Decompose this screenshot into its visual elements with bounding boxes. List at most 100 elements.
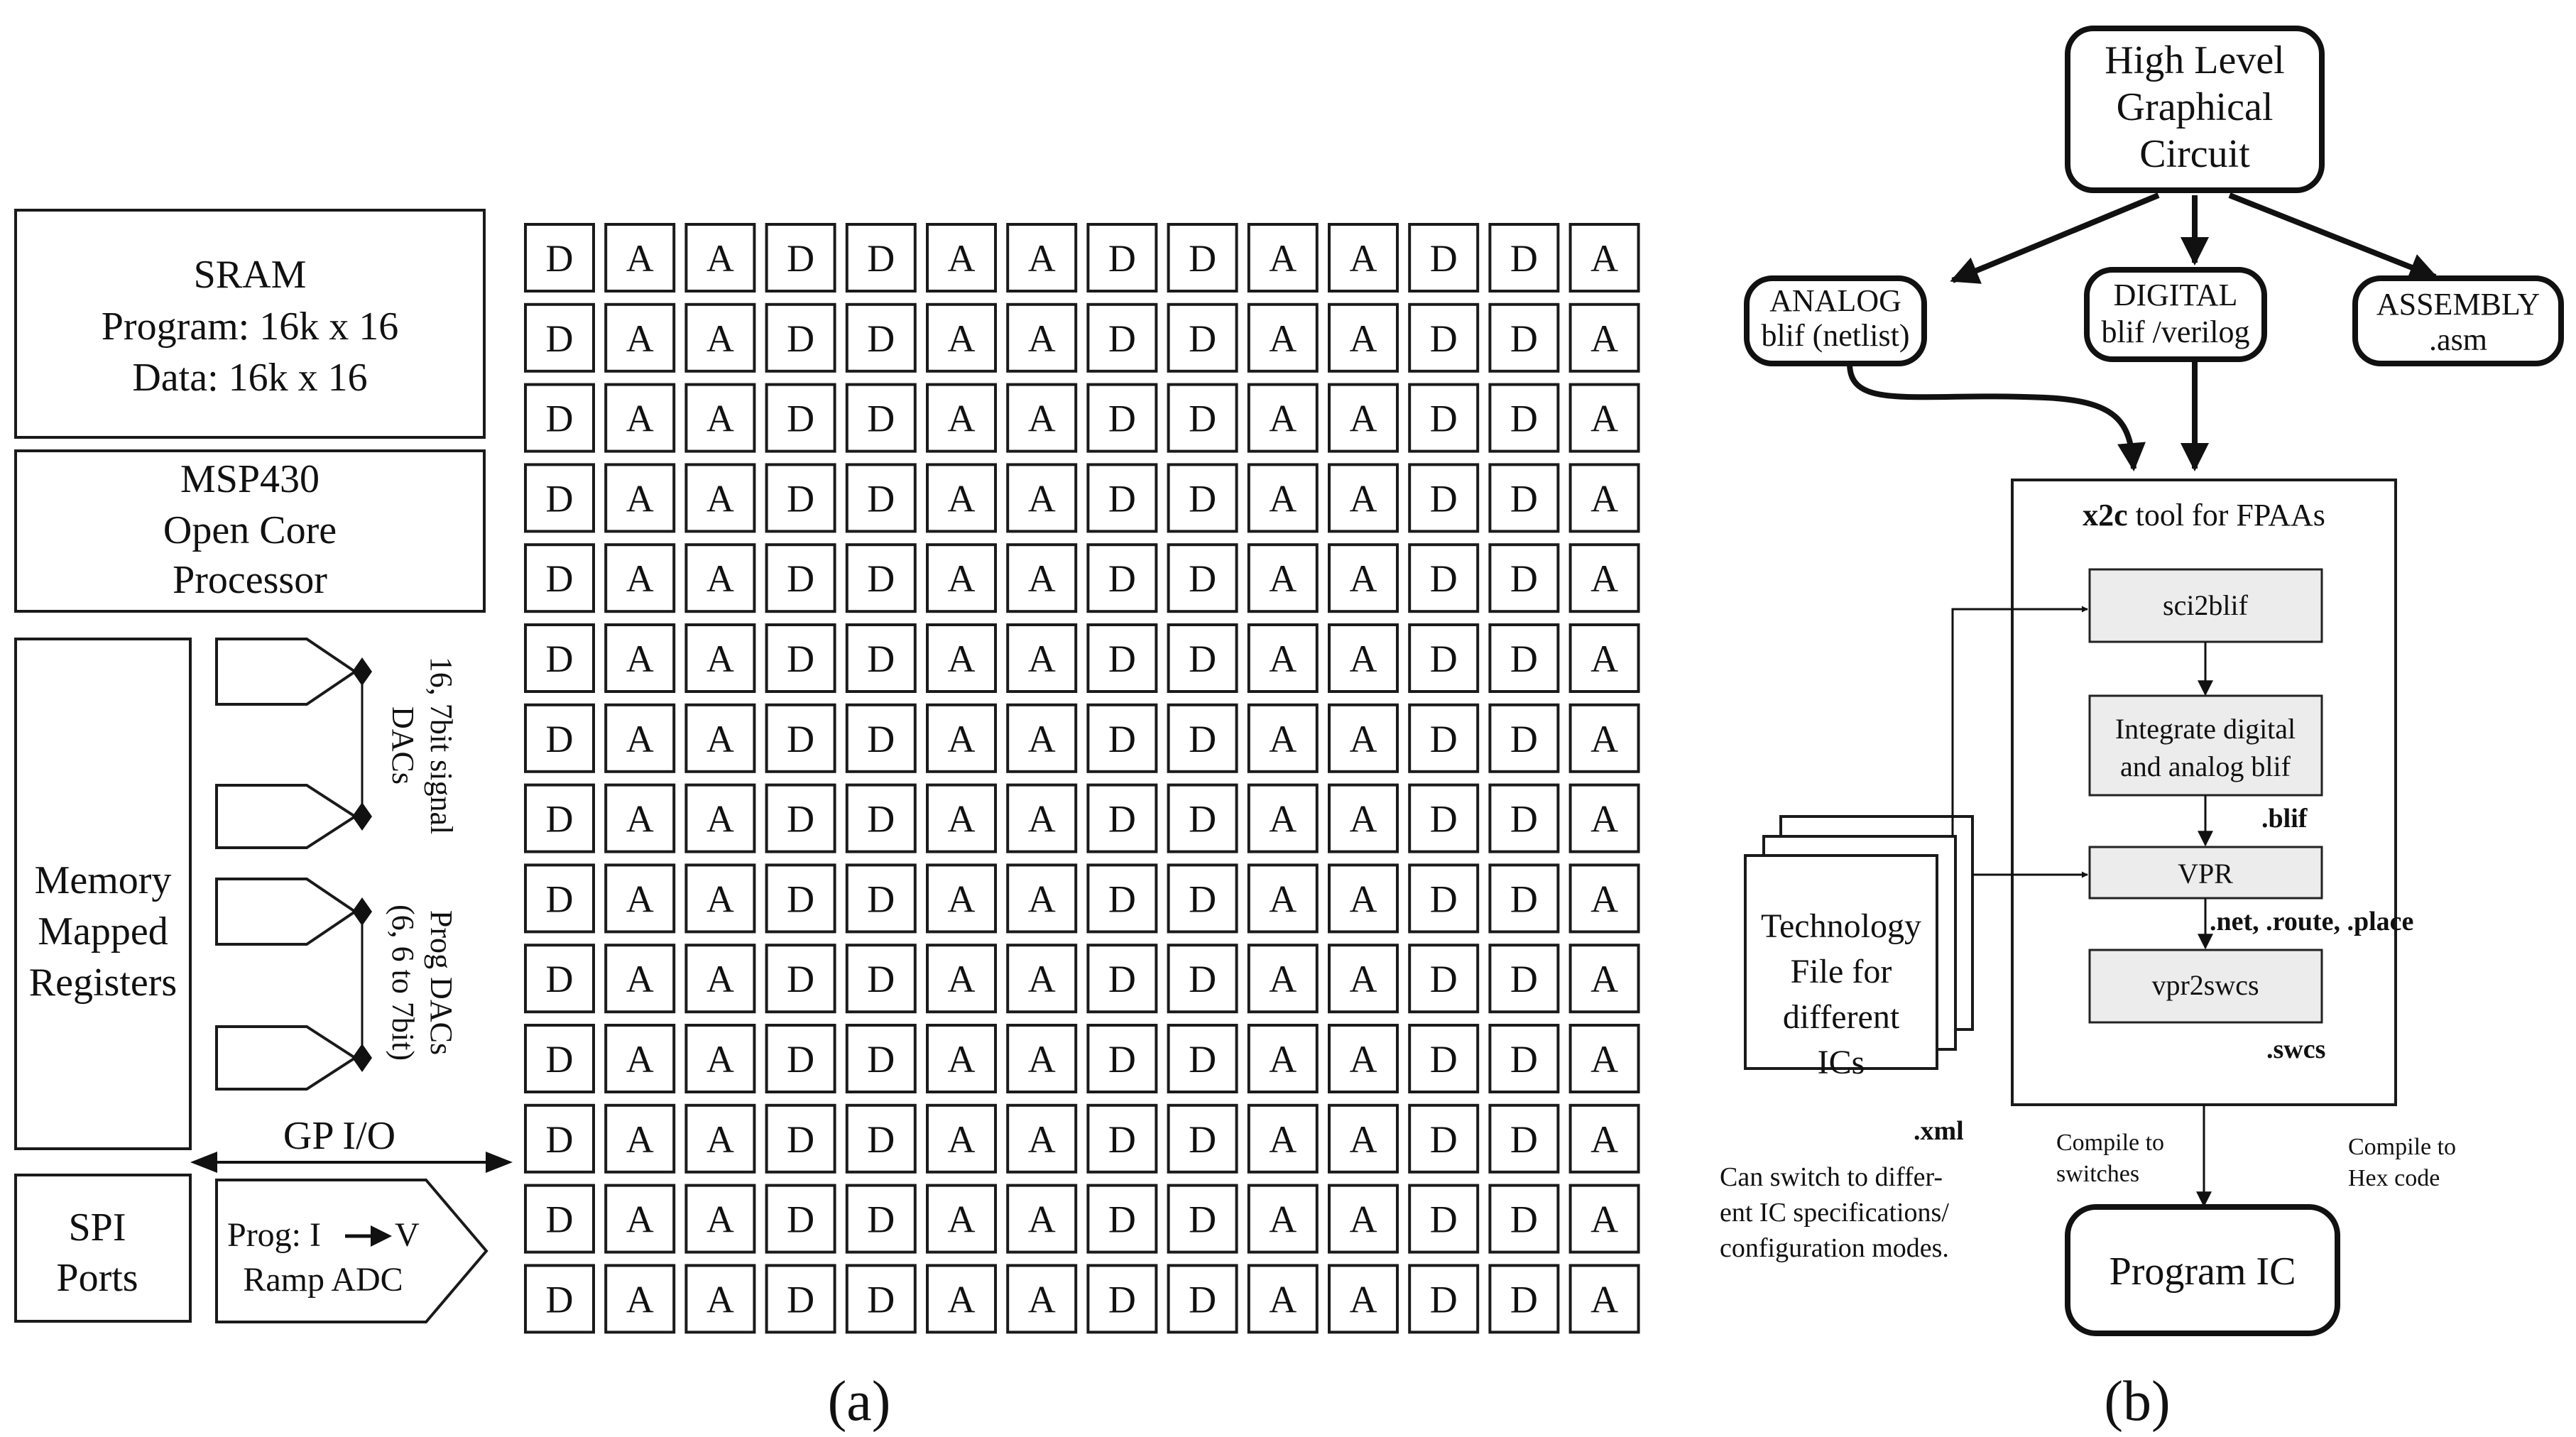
cab-cell: D [1408,863,1480,934]
cab-cell-border [1247,383,1319,453]
cab-cell-label: A [1269,237,1297,280]
cab-cell-label: D [1430,1198,1458,1241]
cab-cell: D [524,1024,595,1093]
high-level-line3: Circuit [2139,132,2250,176]
cab-cell-label: A [948,718,976,760]
technology-file [1744,854,1938,1070]
cab-cell: D [524,223,595,293]
cab-cell-border [1568,863,1640,934]
cab-cell: D [765,1103,836,1174]
cab-cell: D [1408,1184,1480,1254]
cab-cell: A [1328,1024,1399,1093]
switch-note-line3: configuration modes. [1720,1233,1949,1263]
cab-cell-border [845,1024,917,1093]
switch-note-line1: Can switch to differ- [1720,1162,1943,1192]
cab-cell-border [524,703,595,773]
cab-cell-border [1568,543,1640,613]
cab-cell: A [1247,1264,1319,1334]
cab-cell-label: D [867,1118,895,1161]
tech-file-line1: Technology [1761,907,1921,945]
cab-cell-label: A [1590,958,1618,1000]
cab-cell-border [604,302,676,373]
cab-cell: A [1328,543,1399,613]
cab-cell-border [1167,703,1238,773]
cab-cell-border [1408,1184,1480,1254]
cab-cell-border [845,383,917,453]
cab-cell-border [1006,1184,1078,1254]
cab-cell: A [1328,703,1399,773]
cab-cell: D [1488,703,1560,773]
cab-cell-border [604,1024,676,1093]
high-level-line2: Graphical [2117,85,2274,129]
cab-cell: A [1568,1264,1640,1334]
cab-cell-border [604,1184,676,1254]
cab-cell: D [1167,1184,1238,1254]
cab-cell: A [604,783,676,853]
cab-cell-label: D [1430,317,1458,360]
tool-title: x2c tool for FPAAs [2083,498,2325,532]
cab-cell: A [1328,863,1399,934]
cab-cell-border [765,1264,836,1334]
spi-line2: Ports [56,1256,138,1300]
cab-cell-label: D [1189,237,1216,280]
cab-cell-border [1328,223,1399,293]
cab-cell-label: D [1510,718,1538,760]
cab-cell-label: A [948,477,976,520]
cab-cell: D [765,623,836,693]
cab-cell-label: A [1590,237,1618,280]
cab-cell-label: D [1510,638,1538,680]
cab-cell-border [845,623,917,693]
cab-cell: D [1488,1184,1560,1254]
adc-line2: Ramp ADC [243,1261,403,1299]
cab-cell-border [1568,1024,1640,1093]
cab-cell-border [1167,944,1238,1014]
cab-cell: D [1488,944,1560,1014]
cab-cell: A [1568,783,1640,853]
cab-cell-border [524,223,595,293]
cab-cell: A [926,1024,997,1093]
cab-cell: A [1328,223,1399,293]
cab-cell: D [524,463,595,533]
cab-cell: A [1328,1184,1399,1254]
cab-cell-border [1488,383,1560,453]
cab-cell-label: D [1189,557,1216,600]
cab-cell: D [845,383,917,453]
cab-cell-border [1568,383,1640,453]
cab-cell-label: D [1108,958,1136,1000]
cab-cell-label: D [1430,1278,1458,1321]
cab-cell-border [1488,463,1560,533]
cab-cell-border [1328,383,1399,453]
cab-cell-border [1408,1024,1480,1093]
cab-cell: A [1328,944,1399,1014]
cab-cell: A [684,1264,756,1334]
assembly-line2: .asm [2429,322,2487,357]
cab-cell: D [1408,1264,1480,1334]
cab-cell-border [926,1264,997,1334]
cab-cell-border [1408,783,1480,853]
integrate-step: Integrate digital and analog blif [2088,694,2323,797]
analog-blif-node: ANALOG blif (netlist) [1744,275,1927,366]
cab-cell-label: A [706,1198,734,1241]
cab-cell: A [1247,463,1319,533]
cab-cell: D [845,863,917,934]
cab-cell-border [1086,1024,1158,1093]
cab-cell-border [1006,863,1078,934]
net-route-place-extension: .net, .route, .place [2210,907,2413,936]
cab-cell-label: A [1028,1038,1056,1081]
cab-cell: D [1408,623,1480,693]
cab-cell-label: D [1189,798,1216,841]
cab-cell: D [1086,783,1158,853]
cab-cell: D [765,944,836,1014]
cab-cell: A [1006,302,1078,373]
cab-cell: A [684,703,756,773]
cab-cell-label: A [1590,477,1618,520]
cab-cell-border [1488,1264,1560,1334]
sram-data: Data: 16k x 16 [132,356,367,400]
cab-cell-border [1568,463,1640,533]
gpio-bus: GP I/O [190,1114,513,1173]
cab-cell: A [1328,783,1399,853]
cab-cell: D [1086,1184,1158,1254]
cab-cell-border [1167,623,1238,693]
cab-cell-label: D [1430,718,1458,760]
cab-cell-label: A [948,398,976,440]
